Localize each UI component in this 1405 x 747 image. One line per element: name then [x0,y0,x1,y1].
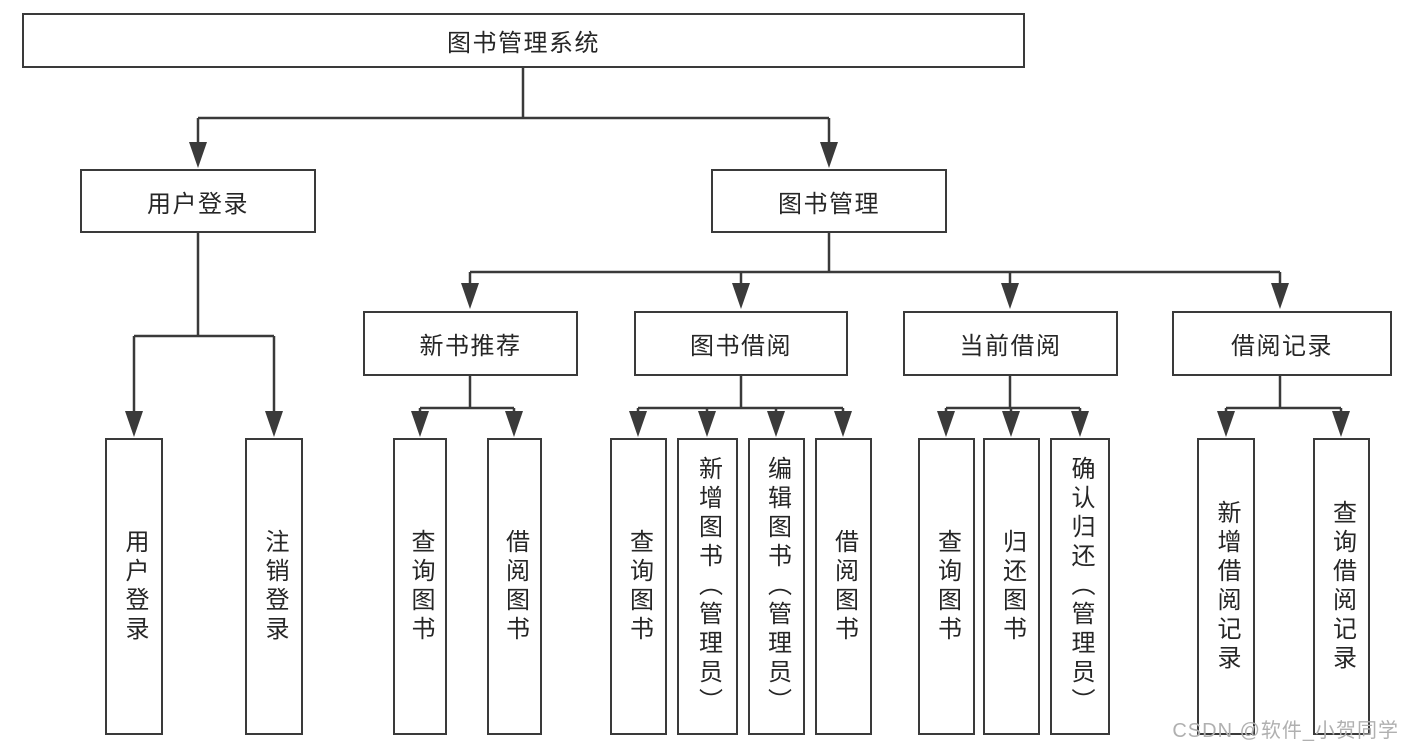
arrow-down-icon [937,411,955,437]
node-label: 图书借阅 [690,333,792,360]
node-label: 当前借阅 [959,333,1062,360]
leaf-confirm-return-admin: 确认归还（管理员） [1050,438,1110,735]
node-label: 图书管理 [778,190,880,218]
node-label: 新增图书（管理员） [694,456,722,717]
arrow-down-icon [1002,411,1020,437]
node-label: 借阅记录 [1231,333,1333,360]
node-label: 注销登录 [261,528,288,645]
node-current-borrowing: 当前借阅 [903,311,1118,376]
arrow-down-icon [1001,283,1019,309]
leaf-query-books-current: 查询图书 [918,438,975,735]
node-label: 查询借阅记录 [1328,499,1356,674]
leaf-return-books: 归还图书 [983,438,1040,735]
arrow-down-icon [1271,283,1289,309]
leaf-borrow-books: 借阅图书 [815,438,872,735]
leaf-query-borrow-record: 查询借阅记录 [1313,438,1370,735]
leaf-query-books-borrow: 查询图书 [610,438,667,735]
node-label: 确认归还（管理员） [1067,456,1094,717]
arrow-down-icon [732,283,750,309]
arrow-down-icon [125,411,143,437]
arrow-down-icon [461,283,479,309]
leaf-logout: 注销登录 [245,438,303,735]
arrow-down-icon [767,411,785,437]
node-borrowing-records: 借阅记录 [1172,311,1392,376]
arrow-down-icon [820,142,838,168]
node-book-management: 图书管理 [711,169,947,233]
node-library-management-system: 图书管理系统 [22,13,1025,68]
node-label: 查询图书 [933,528,961,645]
node-label: 查询图书 [625,528,653,645]
arrow-down-icon [265,411,283,437]
node-label: 归还图书 [998,528,1026,645]
node-label: 用户登录 [121,528,148,645]
arrow-down-icon [505,411,523,437]
node-label: 新书推荐 [419,333,522,360]
arrow-down-icon [1332,411,1350,437]
arrow-down-icon [629,411,647,437]
arrow-down-icon [834,411,852,437]
node-label: 查询图书 [407,528,434,645]
leaf-borrow-books-recommend: 借阅图书 [487,438,542,735]
leaf-edit-books-admin: 编辑图书（管理员） [748,438,805,735]
arrow-down-icon [1217,411,1235,437]
node-label: 借阅图书 [501,528,529,645]
leaf-add-borrow-record: 新增借阅记录 [1197,438,1255,735]
leaf-user-login: 用户登录 [105,438,163,735]
leaf-query-books-recommend: 查询图书 [393,438,447,735]
arrow-down-icon [1071,411,1089,437]
node-new-book-recommendation: 新书推荐 [363,311,578,376]
node-label: 编辑图书（管理员） [763,456,791,717]
node-label: 借阅图书 [830,528,858,645]
node-label: 新增借阅记录 [1213,499,1240,674]
csdn-watermark: CSDN @软件_小贺同学 [1172,720,1399,742]
leaf-add-books-admin: 新增图书（管理员） [677,438,738,735]
arrow-down-icon [189,142,207,168]
node-user-login: 用户登录 [80,169,316,233]
node-book-borrowing: 图书借阅 [634,311,848,376]
arrow-down-icon [411,411,429,437]
arrow-down-icon [698,411,716,437]
node-label: 图书管理系统 [447,30,600,57]
node-label: 用户登录 [147,190,249,218]
